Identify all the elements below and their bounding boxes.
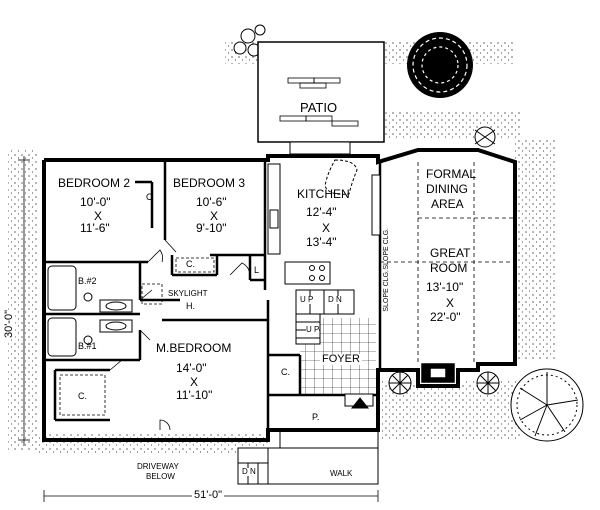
- walk: [237, 447, 379, 485]
- kitchen-width: 12'-4": [306, 205, 337, 219]
- kitchen-x: X: [322, 221, 331, 235]
- fireplace: [421, 363, 455, 383]
- bedroom2-width: 10'-0": [80, 195, 111, 209]
- great-room-line1: GREAT: [430, 246, 471, 260]
- depth-dimension: 30'-0": [3, 310, 15, 339]
- dining-line1: FORMAL: [426, 167, 477, 181]
- bedroom3-name: BEDROOM 3: [173, 176, 246, 190]
- width-dimension: 51'-0": [192, 489, 225, 501]
- great-room-depth: 22'-0": [430, 310, 461, 324]
- slope-ceiling-label: SLOPE CLG.: [383, 270, 390, 312]
- driveway-line2: BELOW: [146, 472, 175, 481]
- bedroom2-x: X: [94, 209, 103, 223]
- laundry-label: L: [254, 265, 260, 275]
- foyer-label: FOYER: [320, 353, 362, 365]
- skylight-outline: [141, 283, 163, 305]
- tree-icon: [510, 368, 584, 442]
- door-swings: [109, 239, 251, 431]
- stair-up-label: U P: [306, 325, 320, 334]
- shrub-icon: [476, 371, 500, 395]
- front-entry: [279, 393, 379, 449]
- dining-line3: AREA: [431, 197, 464, 211]
- stair-down-label: D N: [328, 295, 342, 304]
- skylight-label: SKYLIGHT: [168, 289, 208, 298]
- bedroom3-width: 10'-6": [196, 195, 227, 209]
- dining-line2: DINING: [426, 182, 468, 196]
- hall-label: H.: [186, 301, 195, 311]
- patio: [257, 41, 385, 155]
- bedroom2-depth: 11'-6": [80, 221, 110, 235]
- kitchen-depth: 13'-4": [306, 235, 337, 249]
- great-room-line2: ROOM: [430, 261, 468, 275]
- patio-label: PATIO: [300, 100, 338, 115]
- closet-label: C.: [186, 259, 195, 269]
- stair-down-label: D N: [242, 467, 256, 476]
- master-bedroom-x: X: [190, 375, 199, 389]
- bath1-label: B.#1: [78, 341, 97, 351]
- bedroom2-name: BEDROOM 2: [58, 176, 131, 190]
- kitchen-counter: [267, 159, 381, 285]
- great-room-x: X: [446, 296, 455, 310]
- shrub-icon: [388, 371, 412, 395]
- tree-icon: [407, 32, 473, 98]
- bath-fixtures: [47, 265, 133, 357]
- closet-label: C.: [78, 391, 87, 401]
- closet-label: C: [146, 192, 153, 202]
- driveway-line1: DRIVEWAY: [137, 462, 179, 471]
- slope-ceiling-label: SLOPE CLG.: [383, 228, 390, 270]
- great-room-width: 13'-10": [426, 280, 464, 294]
- walk-label: WALK: [330, 469, 353, 478]
- interior-wall: [44, 160, 382, 430]
- master-bedroom-name: M.BEDROOM: [156, 341, 232, 355]
- bedroom3-x: X: [210, 209, 219, 223]
- porch-label: P.: [312, 412, 320, 422]
- shrub-icon: [474, 126, 496, 148]
- master-bedroom-width: 14'-0": [176, 361, 207, 375]
- stair-up-label: U P: [300, 295, 314, 304]
- bath2-label: B.#2: [78, 276, 97, 286]
- master-bedroom-depth: 11'-10": [176, 388, 213, 402]
- bedroom3-depth: 9'-10": [196, 221, 227, 235]
- closet-label: C.: [281, 367, 290, 377]
- kitchen-name: KITCHEN: [297, 187, 350, 201]
- shrub-icon: [233, 24, 266, 57]
